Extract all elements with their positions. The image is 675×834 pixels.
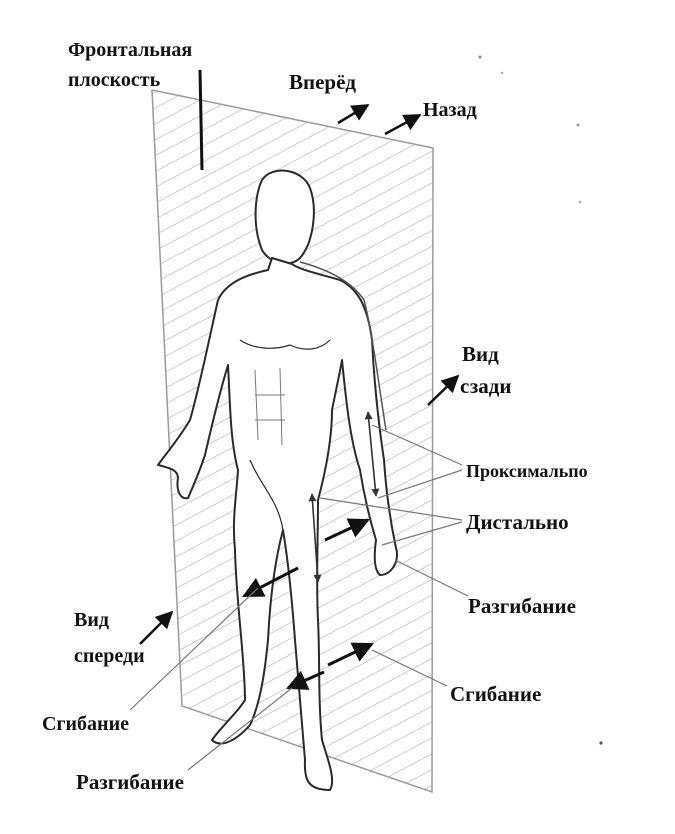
- frontal-plane-label-line1: Фронтальная: [68, 40, 192, 60]
- extension-label-bottom: Разгибание: [76, 772, 184, 793]
- rear-view-label-line1: Вид: [462, 344, 499, 365]
- flexion-label-left: Сгибание: [42, 714, 129, 734]
- speck: [479, 56, 482, 59]
- front-view-arrow: [140, 612, 172, 644]
- frontal-plane-label-line2: плоскость: [68, 70, 160, 90]
- rear-view-label-line2: сзади: [460, 376, 512, 397]
- proximal-label: Проксимальпо: [466, 462, 588, 480]
- forward-label: Вперёд: [289, 72, 356, 93]
- speck: [599, 741, 602, 744]
- extension-label-right: Разгибание: [468, 596, 576, 617]
- forward-arrow: [338, 105, 368, 123]
- flexion-label-right: Сгибание: [450, 684, 541, 705]
- front-view-label-line1: Вид: [74, 610, 109, 630]
- speck: [577, 124, 580, 127]
- front-view-label-line2: спереди: [74, 646, 145, 666]
- speck: [579, 201, 582, 204]
- distal-label: Дистально: [466, 512, 569, 533]
- backward-arrow: [385, 115, 420, 134]
- backward-label: Назад: [423, 100, 477, 120]
- frontal-plane-pointer: [200, 70, 202, 170]
- speck: [501, 72, 503, 74]
